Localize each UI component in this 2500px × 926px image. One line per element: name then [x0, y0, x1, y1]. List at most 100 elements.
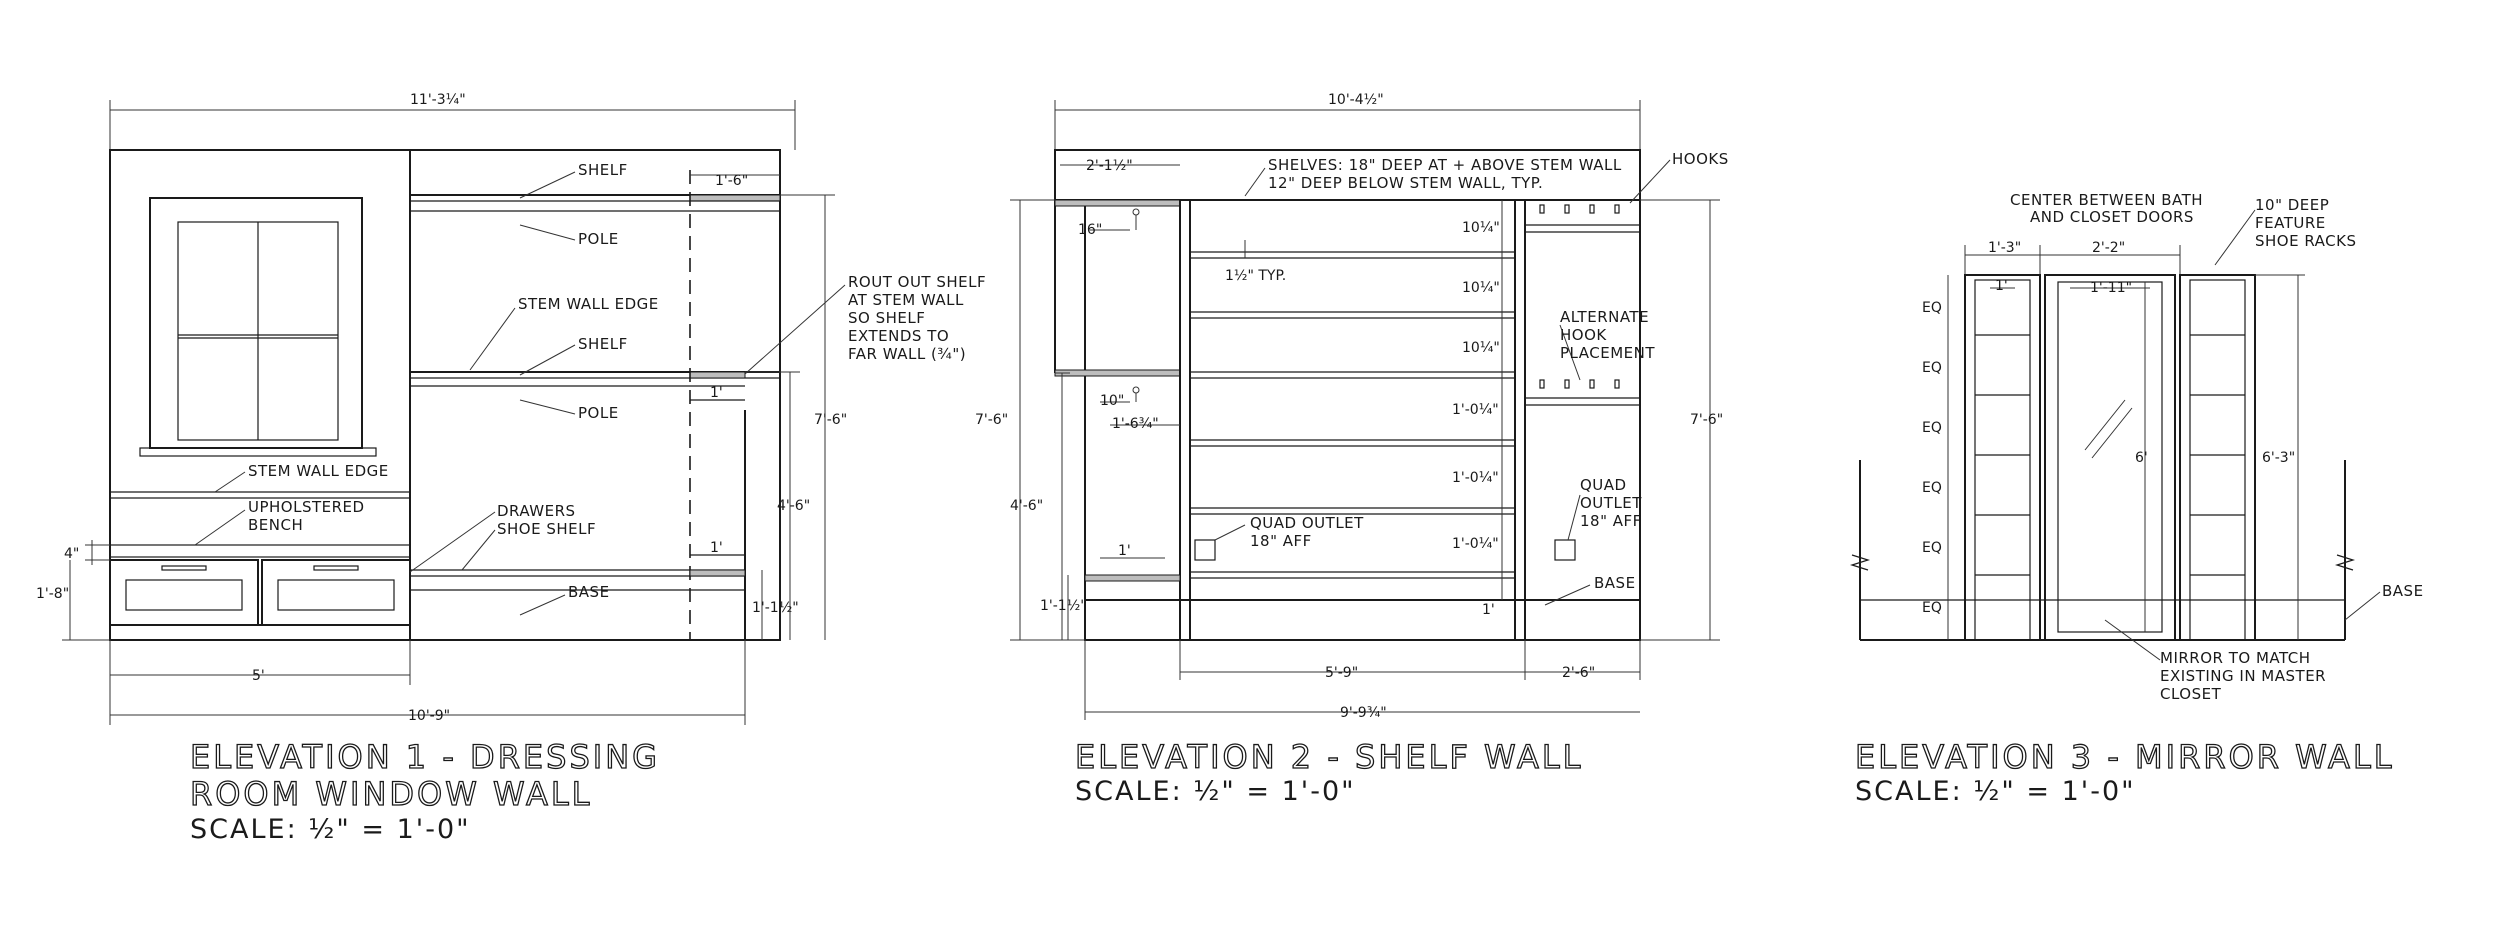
e2-note-hooks: HOOKS [1672, 150, 1729, 168]
e3-note-rack-1: 10" DEEP [2255, 196, 2329, 214]
e2-note-alt-2: HOOK [1560, 326, 1607, 344]
quad-outlet-left [1194, 539, 1216, 561]
e1-dim-overall-bottom: 10'-9" [408, 708, 450, 724]
e2-dim-1-6-3-4: 1'-6¾" [1112, 416, 1159, 432]
e3-note-mirror-3: CLOSET [2160, 685, 2222, 703]
mirror [2044, 274, 2176, 641]
e2-note-alt-1: ALTERNATE [1560, 308, 1649, 326]
e3-dim-6-3: 6'-3" [2262, 450, 2295, 466]
elevation-3: CENTER BETWEEN BATH AND CLOSET DOORS 10"… [1849, 191, 2424, 807]
e2-note-quad-right-2: OUTLET [1580, 494, 1642, 512]
e2-dim-s4: 1'-0¼" [1452, 402, 1499, 418]
e1-scale: SCALE: ½" = 1'-0" [190, 814, 471, 845]
e1-label-rout-5: FAR WALL (¾") [848, 345, 966, 363]
e3-note-center-1: CENTER BETWEEN BATH [2010, 191, 2203, 209]
e2-dim-10: 10" [1100, 393, 1124, 409]
e2-dim-s6: 1'-0¼" [1452, 536, 1499, 552]
window-sill [139, 447, 377, 457]
e2-dim-height-7-6-right: 7'-6" [1690, 412, 1723, 428]
e3-dim-2-2: 2'-2" [2092, 240, 2125, 256]
e2-dim-s2: 10¼" [1462, 280, 1500, 296]
e1-title-line1: ELEVATION 1 - DRESSING [190, 738, 660, 776]
e1-label-base: BASE [568, 583, 610, 601]
e2-dim-s7: 1' [1482, 602, 1495, 618]
e1-label-rout-3: SO SHELF [848, 309, 925, 327]
e3-eq-1: EQ [1922, 300, 1942, 316]
e2-note-shelves-2: 12" DEEP BELOW STEM WALL, TYP. [1268, 174, 1543, 192]
e1-dim-bottom-5: 5' [252, 668, 265, 684]
e2-dim-height-4-6: 4'-6" [1010, 498, 1043, 514]
e2-dim-overall-bottom: 9'-9¾" [1340, 705, 1387, 721]
e2-note-quad-left-1: QUAD OUTLET [1250, 514, 1364, 532]
e1-label-shelf-top: SHELF [578, 161, 628, 179]
e1-label-drawers-line2: SHOE SHELF [497, 520, 596, 538]
e3-eq-4: EQ [1922, 480, 1942, 496]
elevation-2: 10'-4½" 16" 10" 1'-6¾" 1' 2'-1½" [975, 92, 1729, 807]
e3-title: ELEVATION 3 - MIRROR WALL [1855, 738, 2395, 776]
e2-dim-bottom-5-9: 5'-9" [1325, 665, 1358, 681]
e3-dim-1-11: 1'-11" [2090, 280, 2132, 296]
e3-dim-6: 6' [2135, 450, 2148, 466]
e2-scale: SCALE: ½" = 1'-0" [1075, 776, 1356, 807]
e1-dim-shelf-depth: 1'-6" [715, 173, 748, 189]
e1-dim-height-4-6: 4'-6" [777, 498, 810, 514]
e3-note-mirror-2: EXISTING IN MASTER [2160, 667, 2326, 685]
e2-dim-s5: 1'-0¼" [1452, 470, 1499, 486]
e1-label-bench-line2: BENCH [248, 516, 303, 534]
e2-note-shelves-1: SHELVES: 18" DEEP AT + ABOVE STEM WALL [1268, 156, 1622, 174]
e1-label-rout-1: ROUT OUT SHELF [848, 273, 986, 291]
e2-dim-s3: 10¼" [1462, 340, 1500, 356]
e1-label-rout-4: EXTENDS TO [848, 327, 949, 345]
shoe-rack-left [1964, 274, 2041, 641]
e2-title: ELEVATION 2 - SHELF WALL [1075, 738, 1583, 776]
e2-dim-height-7-6-left: 7'-6" [975, 412, 1008, 428]
e2-dim-left-2-1-2: 2'-1½" [1086, 158, 1133, 174]
e2-dim-s1: 10¼" [1462, 220, 1500, 236]
e3-eq-6: EQ [1922, 600, 1942, 616]
e1-label-pole-top: POLE [578, 230, 619, 248]
e2-dim-overall-top: 10'-4½" [1328, 92, 1384, 108]
e1-dim-height-7-6: 7'-6" [814, 412, 847, 428]
e2-dim-bottom-2-6: 2'-6" [1562, 665, 1595, 681]
e2-note-quad-left-2: 18" AFF [1250, 532, 1312, 550]
shoe-rack-right [2179, 274, 2256, 641]
e1-label-rout-2: AT STEM WALL [848, 291, 964, 309]
e2-note-quad-right-3: 18" AFF [1580, 512, 1642, 530]
e3-eq-5: EQ [1922, 540, 1942, 556]
e2-dim-1-1-2: 1'-1½" [1040, 598, 1087, 614]
e1-label-shelf-mid: SHELF [578, 335, 628, 353]
e2-note-quad-right-1: QUAD [1580, 476, 1627, 494]
e3-dim-1-3: 1'-3" [1988, 240, 2021, 256]
e2-label-typ: 1½" TYP. [1225, 268, 1286, 284]
e3-eq-2: EQ [1922, 360, 1942, 376]
e1-label-bench-line1: UPHOLSTERED [248, 498, 365, 516]
e2-note-alt-3: PLACEMENT [1560, 344, 1655, 362]
elevation-1: 11'-3¼" 1'-6" 1' 1' [36, 92, 986, 845]
e1-dim-inner-1b: 1' [710, 540, 723, 556]
hooks-lower [1539, 379, 1620, 389]
e1-dim-overall-top: 11'-3¼" [410, 92, 466, 108]
hooks-upper [1539, 204, 1620, 214]
e1-label-stem-wall-edge-lower: STEM WALL EDGE [248, 462, 389, 480]
e2-dim-16: 16" [1078, 222, 1102, 238]
e1-title-line2: ROOM WINDOW WALL [190, 775, 592, 813]
e3-note-rack-2: FEATURE [2255, 214, 2326, 232]
e1-label-stem-wall-edge-upper: STEM WALL EDGE [518, 295, 659, 313]
e1-dim-base: 1'-1½" [752, 600, 799, 616]
e1-dim-bench-4: 4" [64, 546, 79, 562]
window-frame [149, 197, 363, 449]
e3-note-rack-3: SHOE RACKS [2255, 232, 2357, 250]
e1-dim-bench-1-8: 1'-8" [36, 586, 69, 602]
e3-scale: SCALE: ½" = 1'-0" [1855, 776, 2136, 807]
e2-note-base: BASE [1594, 574, 1636, 592]
e1-dim-inner-1a: 1' [710, 385, 723, 401]
e2-dim-1a: 1' [1118, 543, 1131, 559]
e1-label-drawers-line1: DRAWERS [497, 502, 576, 520]
e3-note-center-2: AND CLOSET DOORS [2030, 208, 2194, 226]
e3-note-mirror-1: MIRROR TO MATCH [2160, 649, 2311, 667]
e3-dim-1: 1' [1995, 278, 2008, 294]
bench-cushion [109, 544, 411, 558]
e3-note-base: BASE [2382, 582, 2424, 600]
quad-outlet-right [1554, 539, 1576, 561]
